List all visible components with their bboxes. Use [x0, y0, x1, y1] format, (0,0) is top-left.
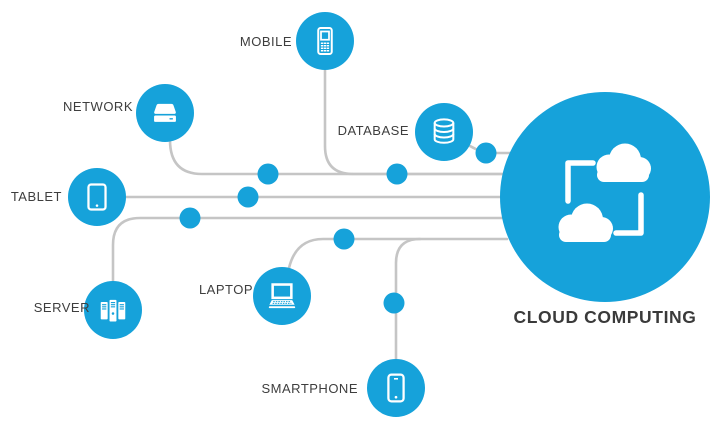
junction-dot [179, 207, 201, 229]
connector-smartphone [394, 237, 422, 361]
server-rack-icon [100, 299, 126, 322]
node-smartphone [367, 359, 425, 417]
junction-dot [257, 163, 279, 185]
connector-server [111, 216, 506, 283]
node-tablet [68, 168, 126, 226]
junction-dot [383, 292, 405, 314]
junction-dot [237, 186, 259, 208]
hub-title: CLOUD COMPUTING [513, 307, 697, 327]
junction-dot [475, 142, 497, 164]
cloud-sync-icon [558, 143, 651, 242]
junction-dot [333, 228, 355, 250]
node-server [84, 281, 142, 339]
node-label-smartphone: SMARTPHONE [261, 381, 358, 396]
hub-cloud-computing [500, 92, 710, 302]
node-mobile [296, 12, 354, 70]
junction-dot [386, 163, 408, 185]
mobile-phone-icon [317, 27, 333, 55]
node-database [415, 103, 473, 161]
node-network [136, 84, 194, 142]
connector-mobile [323, 68, 514, 176]
node-label-tablet: TABLET [10, 189, 62, 204]
tablet-icon [87, 183, 107, 211]
connector-network [168, 138, 514, 176]
node-label-server: SERVER [33, 300, 90, 315]
node-label-mobile: MOBILE [239, 34, 292, 49]
laptop-icon [268, 283, 296, 309]
node-label-laptop: LAPTOP [198, 282, 253, 297]
node-label-database: DATABASE [337, 123, 409, 138]
connector-laptop [287, 237, 509, 270]
database-icon [433, 118, 455, 144]
node-label-network: NETWORK [63, 99, 133, 114]
hard-drive-icon [154, 103, 176, 122]
smartphone-icon [387, 373, 405, 403]
node-laptop [253, 267, 311, 325]
